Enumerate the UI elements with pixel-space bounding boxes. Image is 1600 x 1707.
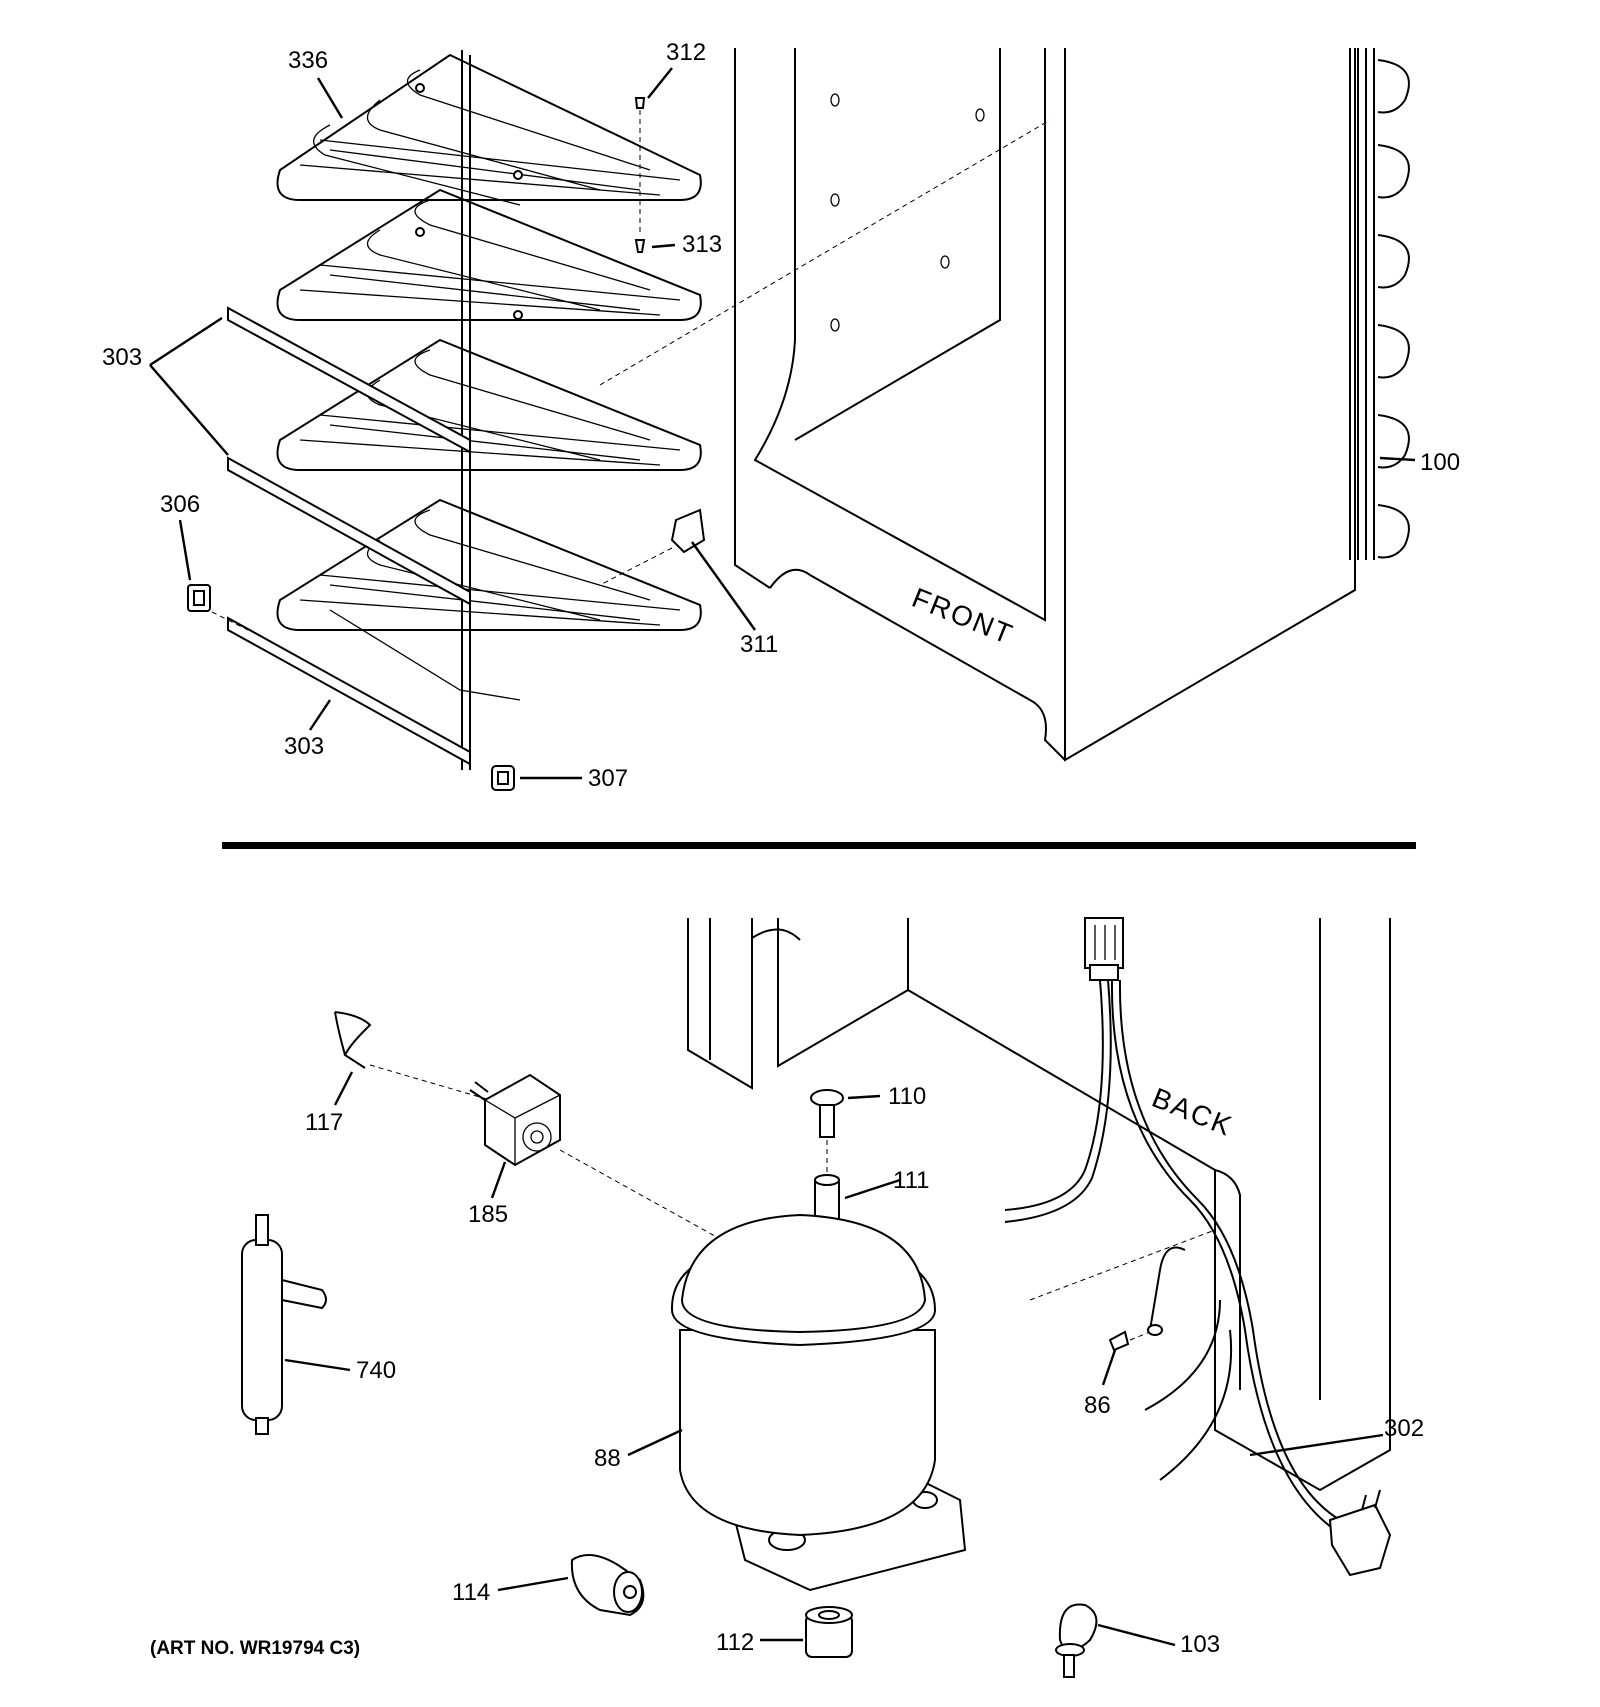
condenser-coil-100 <box>1349 48 1410 560</box>
grommet-114 <box>570 1554 645 1617</box>
wire-shelf-1 <box>276 53 702 206</box>
wire-shelf-4 <box>276 498 702 701</box>
label-303-lower: 303 <box>284 733 324 760</box>
bolt-110 <box>810 1089 844 1180</box>
cabinet-back <box>687 918 1391 1492</box>
cord-clamp-103 <box>1055 1603 1098 1678</box>
label-313: 313 <box>682 231 722 258</box>
power-cord-302 <box>1004 917 1392 1577</box>
back-label: BACK <box>1148 1082 1238 1142</box>
front-trim-middle <box>227 456 471 606</box>
art-number: (ART NO. WR19794 C3) <box>150 1638 360 1659</box>
front-trim-lower <box>227 616 471 766</box>
label-114: 114 <box>452 1579 490 1606</box>
wire-shelf-2 <box>276 188 702 321</box>
front-trim-upper <box>227 306 471 454</box>
drier-740 <box>241 1214 327 1435</box>
wire-shelf-3 <box>276 338 702 471</box>
label-112: 112 <box>716 1629 754 1656</box>
section-divider <box>222 842 1416 849</box>
shelf-support-311 <box>599 508 706 586</box>
label-307: 307 <box>588 765 628 792</box>
label-302: 302 <box>1384 1415 1424 1442</box>
clip-117 <box>334 1011 491 1101</box>
label-117: 117 <box>305 1109 343 1136</box>
label-306: 306 <box>160 491 200 518</box>
label-100: 100 <box>1420 449 1460 476</box>
shelf-clip-307 <box>491 765 515 791</box>
screw-313 <box>634 239 646 253</box>
start-relay-185 <box>469 1073 741 1251</box>
label-110: 110 <box>888 1083 926 1110</box>
label-185: 185 <box>468 1201 508 1228</box>
label-740: 740 <box>356 1357 396 1384</box>
label-336: 336 <box>288 47 328 74</box>
wire-shelf-rack <box>276 50 702 770</box>
grommet-112 <box>805 1606 853 1658</box>
label-111: 111 <box>893 1167 929 1194</box>
compressor-88 <box>670 1213 967 1592</box>
label-88: 88 <box>594 1445 621 1472</box>
leader-lines-top <box>149 67 1416 780</box>
screw-312 <box>634 97 646 235</box>
label-303-upper: 303 <box>102 344 142 371</box>
label-103: 103 <box>1180 1631 1220 1658</box>
freezer-cabinet-liner <box>599 48 1356 762</box>
label-86: 86 <box>1084 1392 1111 1419</box>
label-312: 312 <box>666 39 706 66</box>
label-311: 311 <box>740 631 778 658</box>
leader-lines-bottom <box>284 1071 1384 1647</box>
ground-screw-86 <box>1108 1330 1151 1352</box>
shelf-support-306 <box>187 584 249 631</box>
